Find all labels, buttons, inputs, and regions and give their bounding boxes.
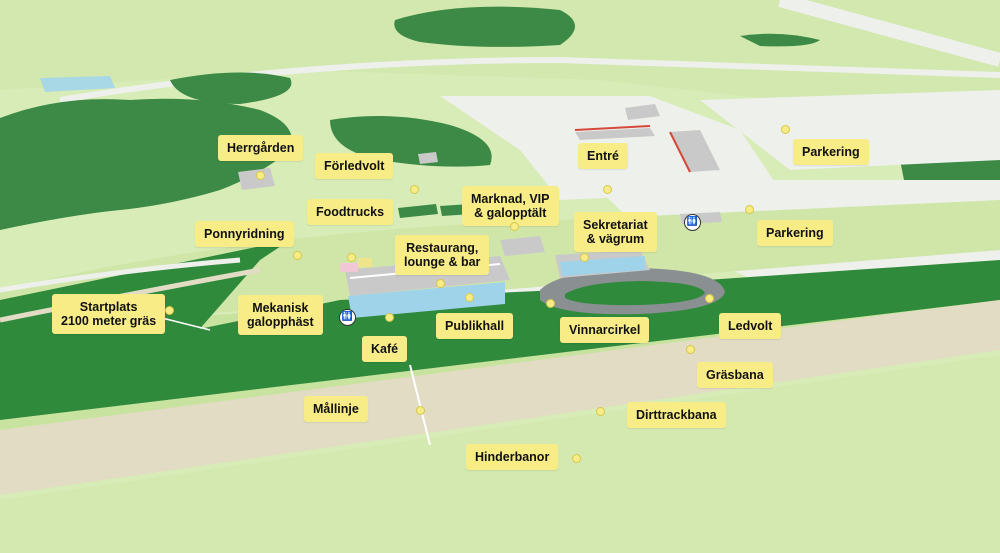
pin-vinnarcirkel	[546, 299, 555, 308]
pin-ledvolt	[705, 294, 714, 303]
label-marknad-vip-galopptalt: Marknad, VIP & galopptält	[462, 186, 559, 226]
pin-ponnyridning	[293, 251, 302, 260]
label-foodtrucks: Foodtrucks	[307, 199, 394, 225]
label-forledvolt: Förledvolt	[315, 153, 394, 179]
pin-hinderbanor	[572, 454, 581, 463]
pin-mallinje	[416, 406, 425, 415]
pin-herrgarden	[256, 171, 265, 180]
pin-parkering-1	[781, 125, 790, 134]
restroom-icon: 🚻	[339, 309, 356, 326]
pin-dirttrackbana	[596, 407, 605, 416]
label-grasbana: Gräsbana	[697, 362, 773, 388]
label-vinnarcirkel: Vinnarcirkel	[560, 317, 650, 343]
label-mekanisk-galopphast: Mekanisk galopphäst	[238, 295, 323, 335]
label-sekretariat-vagrum: Sekretariat & vägrum	[574, 212, 657, 252]
pin-restaurang	[436, 279, 445, 288]
restroom-icon: 🚻	[684, 214, 701, 231]
pin-grasbana	[686, 345, 695, 354]
pin-marknad	[510, 222, 519, 231]
label-restaurang-lounge-bar: Restaurang, lounge & bar	[395, 235, 490, 275]
label-herrgarden: Herrgården	[218, 135, 304, 161]
pin-sekretariat	[580, 253, 589, 262]
label-ponnyridning: Ponnyridning	[195, 221, 294, 247]
label-mallinje: Mållinje	[304, 396, 368, 422]
label-kafe: Kafé	[362, 336, 408, 362]
pin-foodtrucks	[347, 253, 356, 262]
label-entre: Entré	[578, 143, 628, 169]
pin-startplats	[165, 306, 174, 315]
pin-parkering-2	[745, 205, 754, 214]
pin-entre	[603, 185, 612, 194]
label-dirttrackbana: Dirttrackbana	[627, 402, 726, 428]
label-hinderbanor: Hinderbanor	[466, 444, 559, 470]
label-parkering-2: Parkering	[757, 220, 833, 246]
label-startplats: Startplats 2100 meter gräs	[52, 294, 166, 334]
pin-publikhall	[465, 293, 474, 302]
label-parkering-1: Parkering	[793, 139, 869, 165]
pin-forledvolt	[410, 185, 419, 194]
pin-kafe	[385, 313, 394, 322]
label-ledvolt: Ledvolt	[719, 313, 782, 339]
label-publikhall: Publikhall	[436, 313, 514, 339]
